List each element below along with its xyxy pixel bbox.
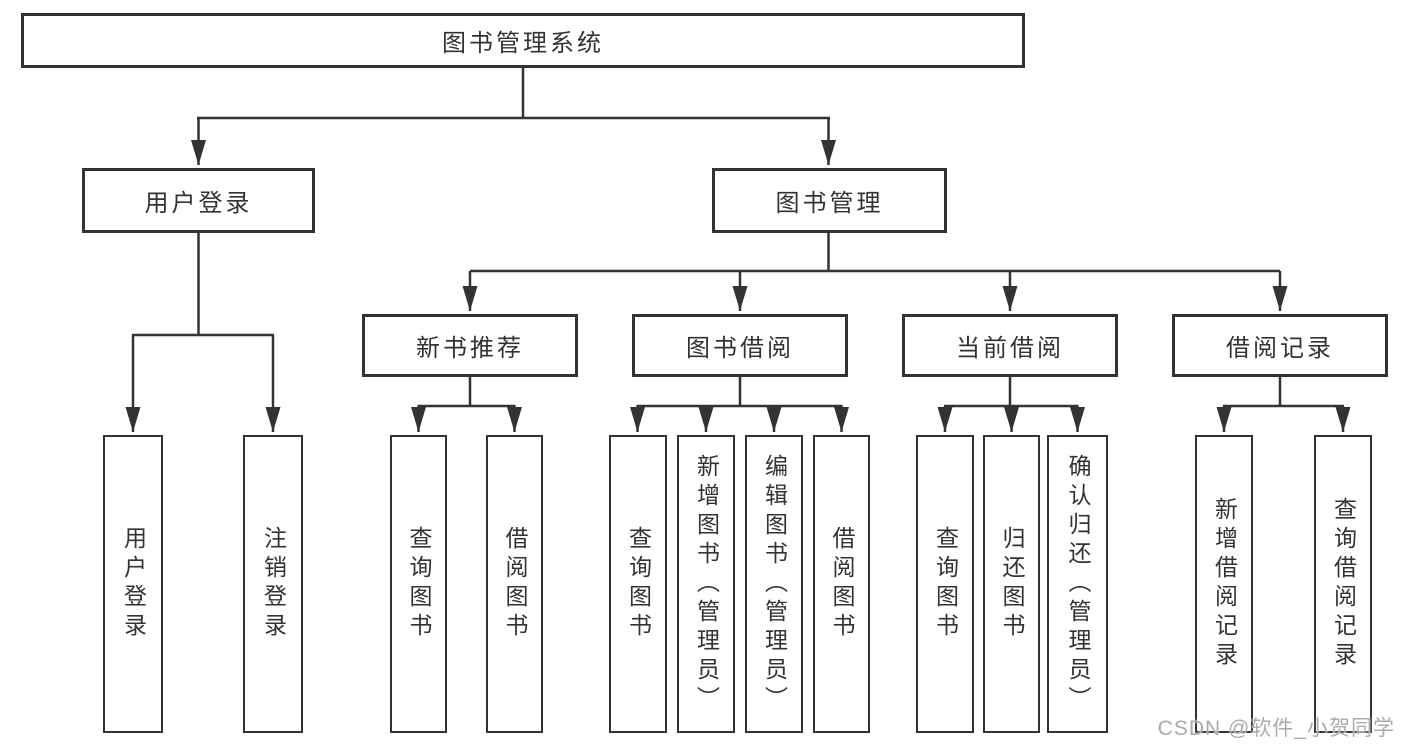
node-new-book-recommend-label: 新书推荐: [416, 335, 524, 362]
leaf-add-books-admin: 新增图书（管理员）: [677, 435, 735, 733]
node-borrow-records-label: 借阅记录: [1226, 335, 1334, 362]
leaf-user-login-label: 用户登录: [120, 526, 147, 642]
leaf-return-books-label: 归还图书: [999, 526, 1025, 642]
leaf-borrow-query-books-label: 查询图书: [625, 526, 652, 642]
leaf-logout: 注销登录: [243, 435, 303, 733]
node-book-management: 图书管理: [712, 168, 947, 233]
leaf-borrow-query-books: 查询图书: [609, 435, 667, 733]
node-library-system: 图书管理系统: [21, 13, 1025, 68]
node-user-login-label: 用户登录: [144, 190, 253, 217]
node-book-borrow-label: 图书借阅: [686, 335, 794, 362]
leaf-add-borrow-record-label: 新增借阅记录: [1211, 497, 1238, 671]
leaf-rec-borrow-books-label: 借阅图书: [502, 526, 528, 642]
leaf-current-query-books-label: 查询图书: [932, 526, 959, 642]
leaf-edit-books-admin: 编辑图书（管理员）: [745, 435, 803, 733]
leaf-add-books-admin-label: 新增图书（管理员）: [693, 453, 720, 715]
leaf-query-borrow-record-label: 查询借阅记录: [1330, 497, 1357, 671]
node-user-login: 用户登录: [82, 168, 315, 233]
connector-arrows: [125, 118, 1351, 432]
node-book-management-label: 图书管理: [775, 190, 884, 217]
node-book-borrow: 图书借阅: [632, 314, 848, 377]
leaf-confirm-return-admin-label: 确认归还（管理员）: [1065, 453, 1091, 715]
node-borrow-records: 借阅记录: [1172, 314, 1388, 377]
csdn-watermark: CSDN @软件_小贺同学: [1157, 717, 1395, 740]
leaf-rec-query-books: 查询图书: [390, 435, 447, 733]
leaf-rec-borrow-books: 借阅图书: [486, 435, 543, 733]
leaf-borrow-books: 借阅图书: [813, 435, 870, 733]
leaf-current-query-books: 查询图书: [916, 435, 974, 733]
leaf-edit-books-admin-label: 编辑图书（管理员）: [761, 453, 788, 715]
node-new-book-recommend: 新书推荐: [362, 314, 578, 377]
node-current-borrow-label: 当前借阅: [956, 335, 1064, 362]
leaf-confirm-return-admin: 确认归还（管理员）: [1047, 435, 1108, 733]
leaf-query-borrow-record: 查询借阅记录: [1314, 435, 1372, 733]
leaf-return-books: 归还图书: [983, 435, 1040, 733]
leaf-add-borrow-record: 新增借阅记录: [1195, 435, 1253, 733]
leaf-user-login: 用户登录: [103, 435, 163, 733]
node-library-system-label: 图书管理系统: [442, 30, 604, 57]
node-current-borrow: 当前借阅: [902, 314, 1118, 377]
leaf-logout-label: 注销登录: [260, 526, 287, 642]
leaf-borrow-books-label: 借阅图书: [829, 526, 855, 642]
leaf-rec-query-books-label: 查询图书: [406, 526, 432, 642]
